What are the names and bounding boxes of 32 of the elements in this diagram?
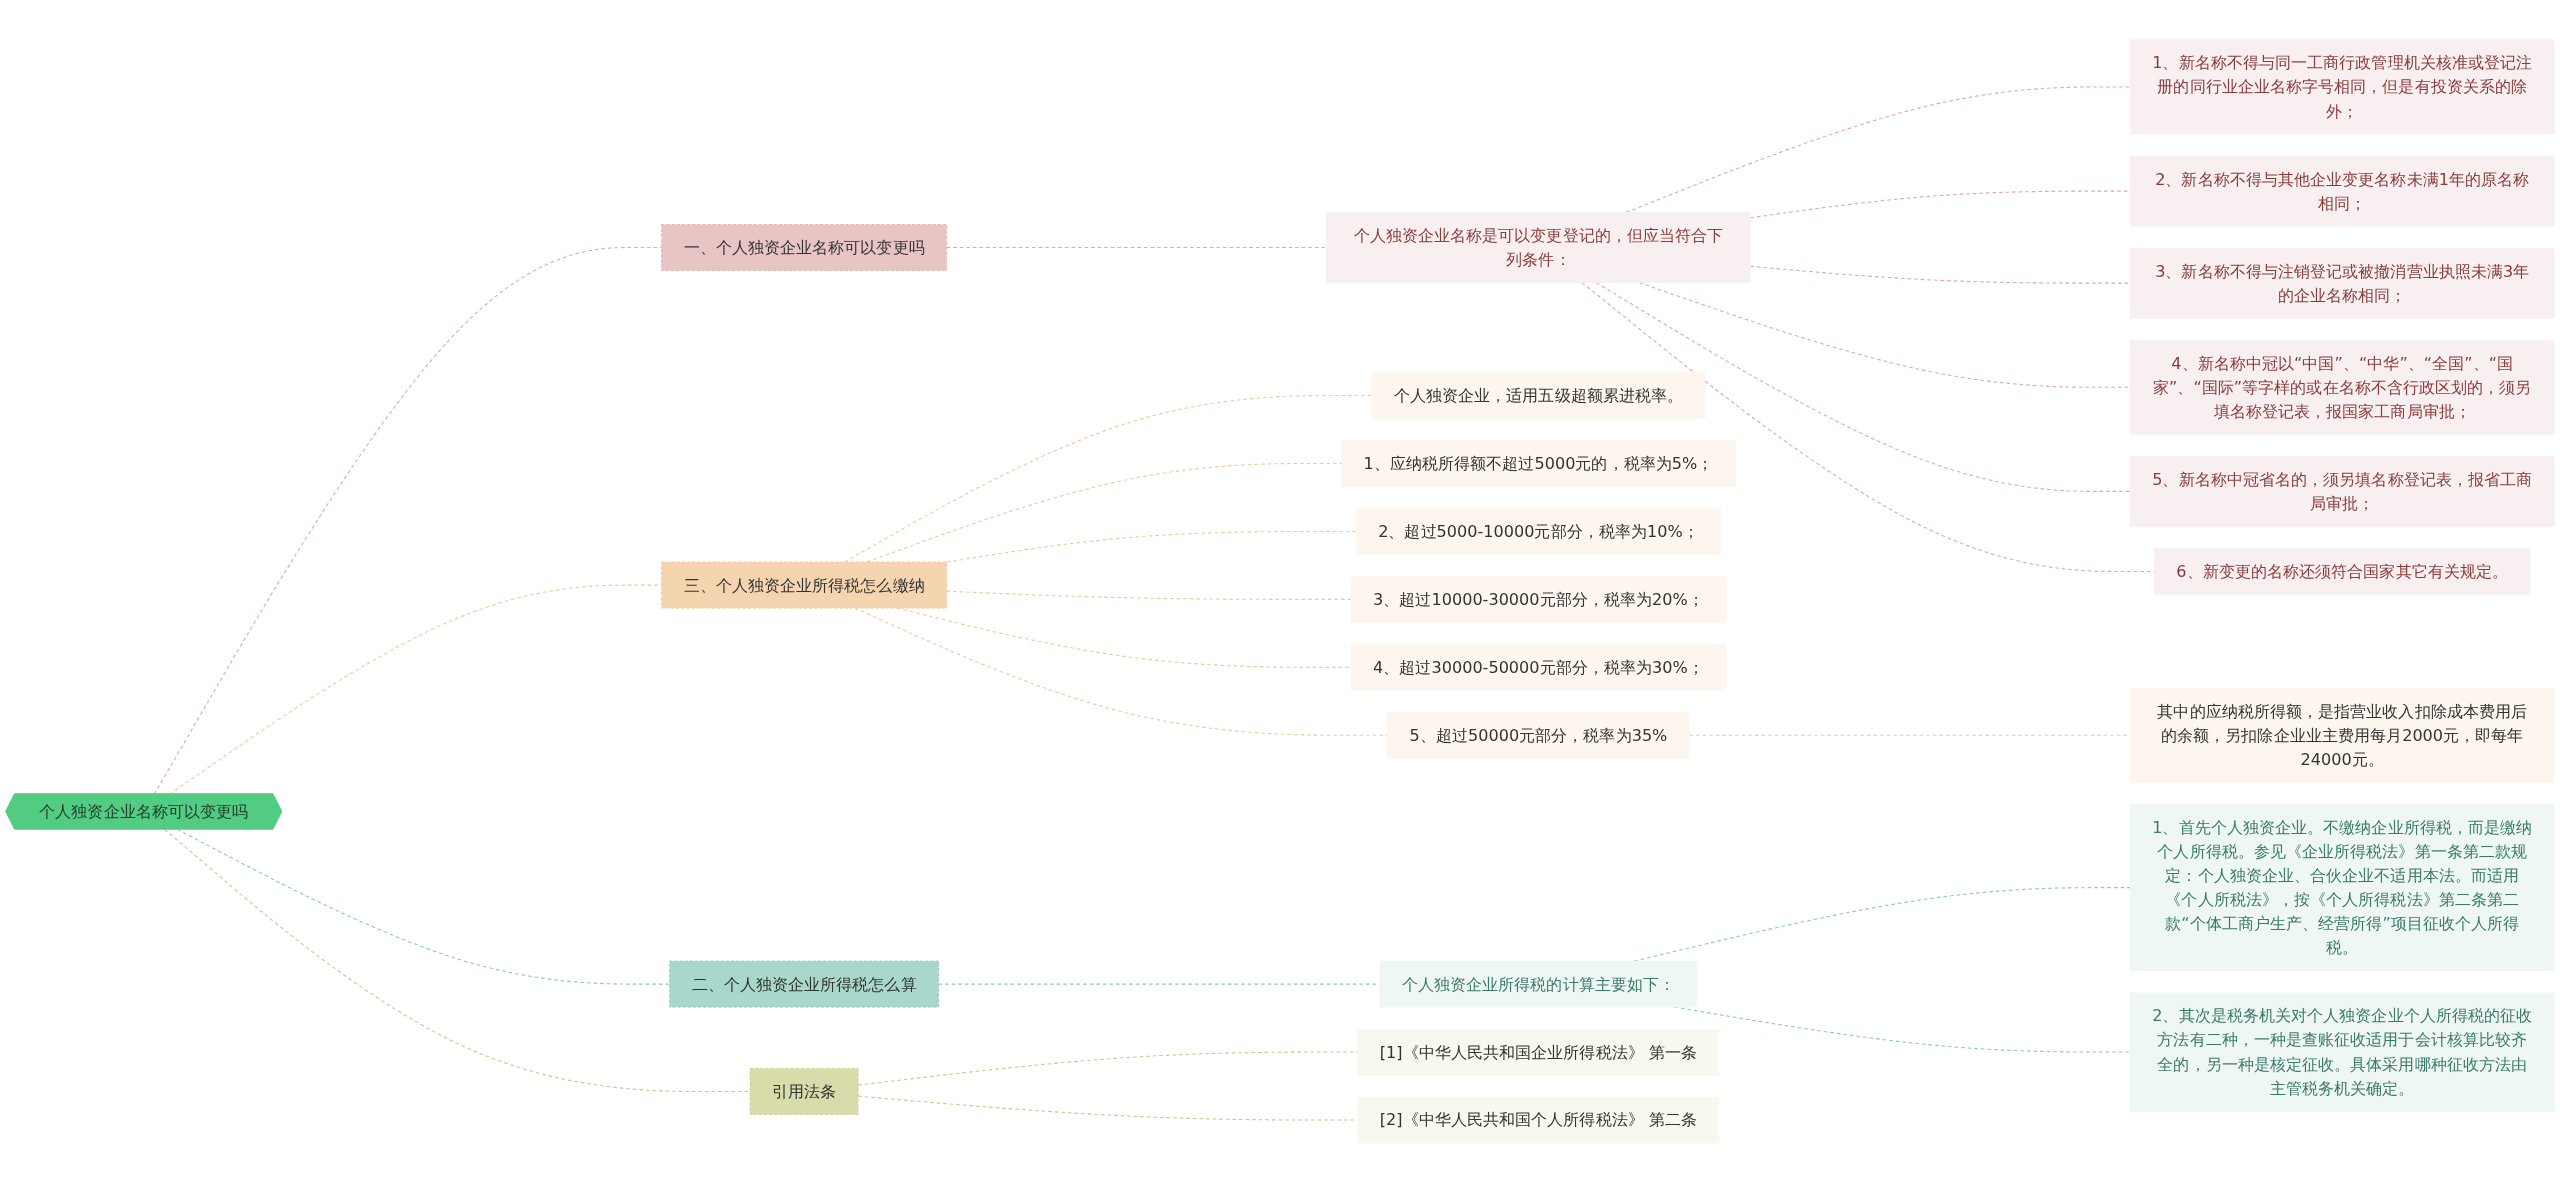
- node-box: 3、新名称不得与注销登记或被撤消营业执照未满3年的企业名称相同；: [2129, 247, 2555, 319]
- node-box: 2、新名称不得与其他企业变更名称未满1年的原名称相同；: [2129, 155, 2555, 227]
- node-box: 个人独资企业，适用五级超额累进税率。: [1371, 372, 1706, 419]
- node-box: [2]《中华人民共和国个人所得税法》 第二条: [1357, 1096, 1720, 1144]
- connector: [946, 247, 1328, 249]
- node-box: 1、应纳税所得额不超过5000元的，税率为5%；: [1341, 440, 1736, 487]
- connector: [1749, 265, 2131, 284]
- node-box: 引用法条: [749, 1068, 859, 1115]
- node-box: 2、其次是税务机关对个人独资企业个人所得税的征收方法有二种，一种是查账征收适用于会计核算比较齐全的，另一种是核定征收。具体采用哪种征收方法由主管税务机关确定。: [2129, 992, 2555, 1112]
- node-box: 5、新名称中冠省名的，须另填名称登记表，报省工商局审批；: [2129, 456, 2555, 527]
- node-box: 个人独资企业所得税的计算主要如下：: [1379, 960, 1698, 1008]
- node-box: 1、新名称不得与同一工商行政管理机关核准或登记注册的同行业企业名称字号相同，但是有投资关系的除外；: [2129, 39, 2555, 135]
- node-box: 4、新名称中冠以“中国”、“中华”、“全国”、“国家”、“国际”等字样的或在名称不含行政区划的，须另填名称登记表，报国家工商局审批；: [2129, 339, 2555, 435]
- connector: [946, 530, 1357, 563]
- connector: [1625, 86, 2131, 214]
- node-box: 6、新变更的名称还须符合国家其它有关规定。: [2154, 548, 2531, 595]
- connector: [1749, 190, 2131, 219]
- connector: [843, 395, 1373, 563]
- node-box: 5、超过50000元部分，税率为35%: [1387, 711, 1690, 759]
- connector: [1595, 282, 2131, 493]
- connector: [866, 463, 1343, 563]
- node-box: 2、超过5000-10000元部分，税率为10%；: [1355, 508, 1722, 555]
- connector: [176, 828, 671, 985]
- node-box: 一、个人独资企业名称可以变更吗: [661, 224, 947, 271]
- node-box: 4、超过30000-50000元部分，税率为30%；: [1350, 644, 1727, 691]
- node-box: 个人独资企业名称是可以变更登记的，但应当符合下列条件：: [1326, 212, 1751, 284]
- node-box: [1]《中华人民共和国企业所得税法》 第一条: [1357, 1028, 1720, 1076]
- node-box: 三、个人独资企业所得税怎么缴纳: [661, 561, 947, 609]
- connector: [164, 828, 751, 1093]
- node-box: 1、首先个人独资企业。不缴纳企业所得税，而是缴纳个人所得税。参见《企业所得税法》第一条第二款规定：个人独资企业、合伙企业不适用本法。而适用《个人所税法》，按《个人所得税法》第二条第二款“个体工商户生产、经营所得”项目征收个人所得税。: [2129, 804, 2555, 972]
- node-box: 3、超过10000-30000元部分，税率为20%；: [1350, 576, 1727, 623]
- node-box: 二、个人独资企业所得税怎么算: [669, 960, 939, 1008]
